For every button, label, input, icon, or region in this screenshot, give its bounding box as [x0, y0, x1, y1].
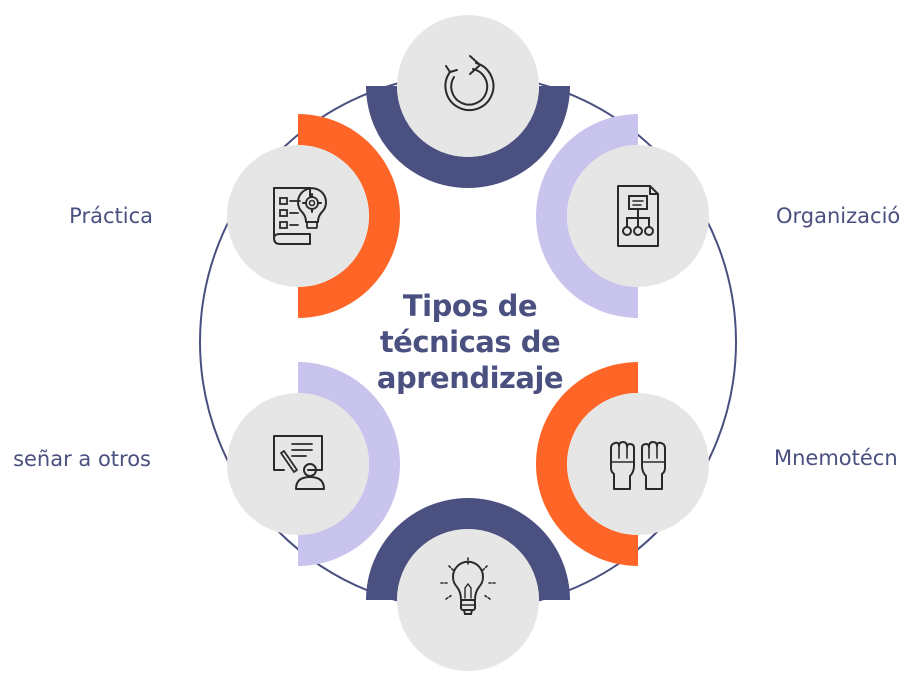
document-hierarchy-icon: [617, 185, 659, 247]
label-ensenar-a-otros: señar a otros: [13, 447, 151, 471]
center-title-line-2: técnicas de: [379, 325, 561, 359]
teacher-board-icon: [273, 435, 325, 490]
accent-arc-bottom: [366, 498, 570, 600]
label-organizacion: Organizació: [776, 204, 901, 228]
accent-arc-top-left: [298, 114, 400, 318]
diagram-center-title: Tipos de técnicas de aprendizaje: [360, 288, 580, 396]
center-title-line-1: Tipos de: [402, 289, 538, 323]
label-mnemotecnia: Mnemotécn: [774, 446, 898, 470]
node-bottom-right: [567, 393, 709, 535]
raised-hands-icon: [610, 441, 666, 490]
accent-arc-bottom-left: [298, 362, 400, 566]
accent-arc-bottom-right: [536, 362, 638, 566]
book-gear-bulb-icon: [273, 187, 327, 245]
repeat-icon: [444, 55, 495, 112]
label-practica: Práctica: [69, 204, 153, 228]
accent-arc-top-right: [536, 114, 638, 318]
accent-arc-top: [366, 86, 570, 188]
node-top: [397, 15, 539, 157]
node-bottom-left: [227, 393, 369, 535]
node-top-left: [227, 145, 369, 287]
lightbulb-icon: [440, 557, 496, 615]
center-title-line-3: aprendizaje: [376, 361, 564, 395]
